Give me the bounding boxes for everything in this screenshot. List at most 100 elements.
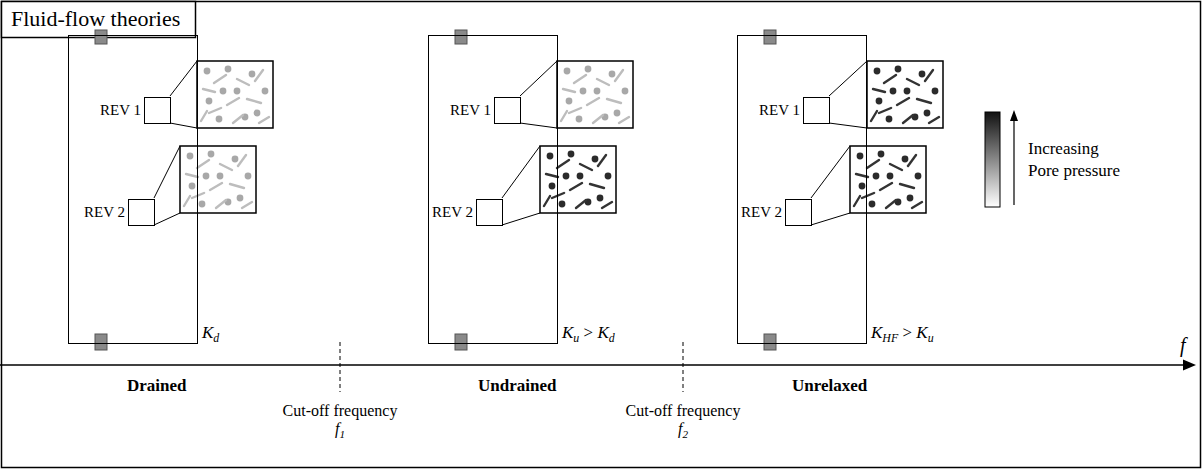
grain [564,68,571,75]
crack [879,108,891,113]
subscript: 2 [682,429,688,441]
grain [577,173,584,180]
regime-label: Drained [127,376,187,396]
crack [912,202,922,208]
modulus-label: Ku > Kd [562,323,615,346]
crack [929,117,939,123]
grain [597,195,604,202]
crack [867,160,879,168]
crack [619,117,629,123]
grain [878,151,885,158]
crack [890,164,902,170]
crack [569,108,581,113]
symbol: K [871,323,882,342]
subscript: u [928,331,934,345]
increase-arrowhead [1010,110,1018,121]
crack [570,183,582,190]
grain [594,88,601,95]
crack [897,98,909,105]
grain [225,66,232,73]
grain [232,156,239,163]
grain [187,153,194,160]
leader-lines [154,61,867,225]
stub [764,334,776,350]
frequency-axis [0,364,1186,366]
crack [871,111,877,121]
leader-line [829,61,867,96]
rev-label: REV 2 [741,204,782,221]
grain [924,110,931,117]
zoom-inset [557,61,633,128]
crack [908,155,916,166]
zoom-inset [867,61,943,128]
stub [455,334,467,350]
grain [585,66,592,73]
crack [214,75,226,83]
grain [206,98,213,105]
text-run: REV 1 [450,102,491,118]
crack [197,160,209,168]
crack [247,99,261,103]
crack [184,196,190,206]
grain [609,71,616,78]
grain [932,88,939,95]
inset-frame [557,61,633,128]
sample-box: KHF > KuREV 1REV 2 [737,35,867,344]
rev-label: REV 1 [450,102,491,119]
sample-box: Ku > KdREV 1REV 2 [428,35,558,344]
crack [598,155,606,166]
crack [597,79,609,85]
axis-label: f [1180,334,1186,357]
symbol: f [335,420,339,437]
grain [234,88,241,95]
crack [233,115,243,123]
crack [886,200,896,208]
symbol: f [678,420,682,437]
leader-line [170,123,197,128]
grain [592,156,599,163]
stub [95,30,107,44]
grain [902,156,909,163]
text-run: REV 2 [741,204,782,220]
leader-line [520,61,557,96]
crack [242,202,252,208]
subscript: d [609,331,615,345]
rev-square: REV 2 [785,199,812,226]
grain [237,195,244,202]
leader-line [520,123,557,128]
grain [869,201,876,208]
crack [903,115,913,123]
grain [568,151,575,158]
grain [563,173,570,180]
text-run: Cut-off frequency [626,402,741,419]
inset-frame [197,61,273,128]
cutoff-tick [340,342,341,392]
rev-square: REV 1 [494,97,521,124]
grain [208,151,215,158]
crack [186,174,198,177]
symbol: K [202,323,213,342]
regime-label: Unrelaxed [792,376,867,396]
leader-line [811,213,850,225]
grain [249,71,256,78]
crack [561,111,567,121]
crack [216,200,226,208]
grain [217,173,224,180]
crack [210,183,222,190]
grain [605,173,612,180]
grain [199,201,206,208]
crack [563,89,575,92]
text-run: REV 1 [759,102,800,118]
grain [220,88,227,95]
text-run: Fluid-flow theories [11,6,180,31]
crack [230,184,244,188]
crack [546,174,558,177]
leader-line [502,146,540,198]
leader-line [154,146,180,198]
crack [587,98,599,105]
crack [884,75,896,83]
leader-line [170,61,197,96]
inset-frame [180,146,256,213]
